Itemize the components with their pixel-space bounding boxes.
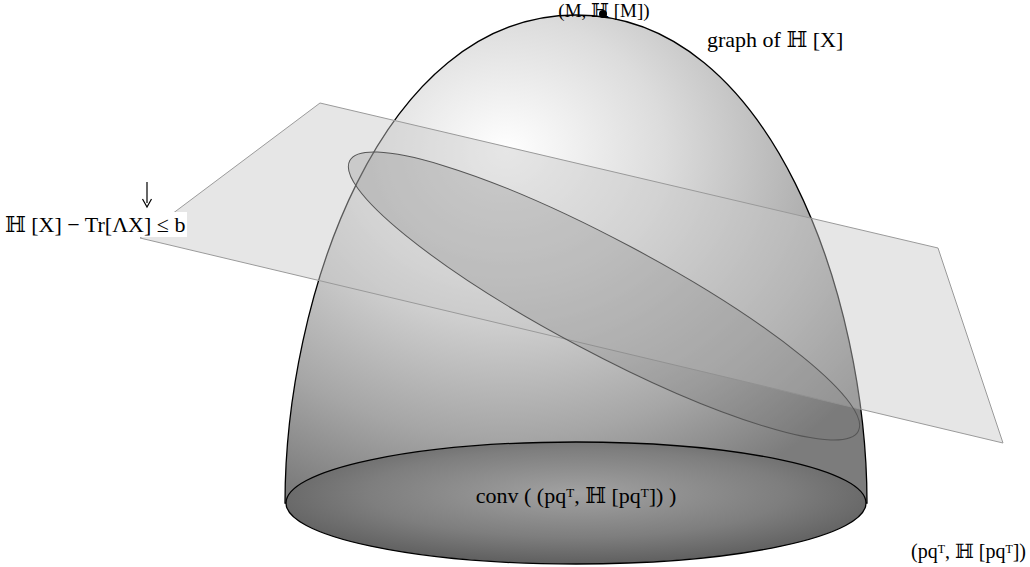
leader-arrowhead [143, 199, 152, 207]
point-label: (pqᵀ, ℍ [pqᵀ]) [911, 540, 1026, 563]
base-ellipse-outline [286, 442, 866, 564]
intersection-ellipse [323, 111, 884, 480]
surface-label: graph of ℍ [X] [707, 27, 843, 52]
point-label: (M, ℍ [M]) [558, 0, 649, 22]
constraint-label: ℍ [X] − Tr[ΛX] ≤ b [3, 212, 187, 237]
leader-arrow [146, 182, 147, 203]
base-region: conv ( (pqᵀ, ℍ [pqᵀ]) ) [285, 441, 867, 565]
region-label: conv ( (pqᵀ, ℍ [pqᵀ]) ) [476, 484, 676, 508]
